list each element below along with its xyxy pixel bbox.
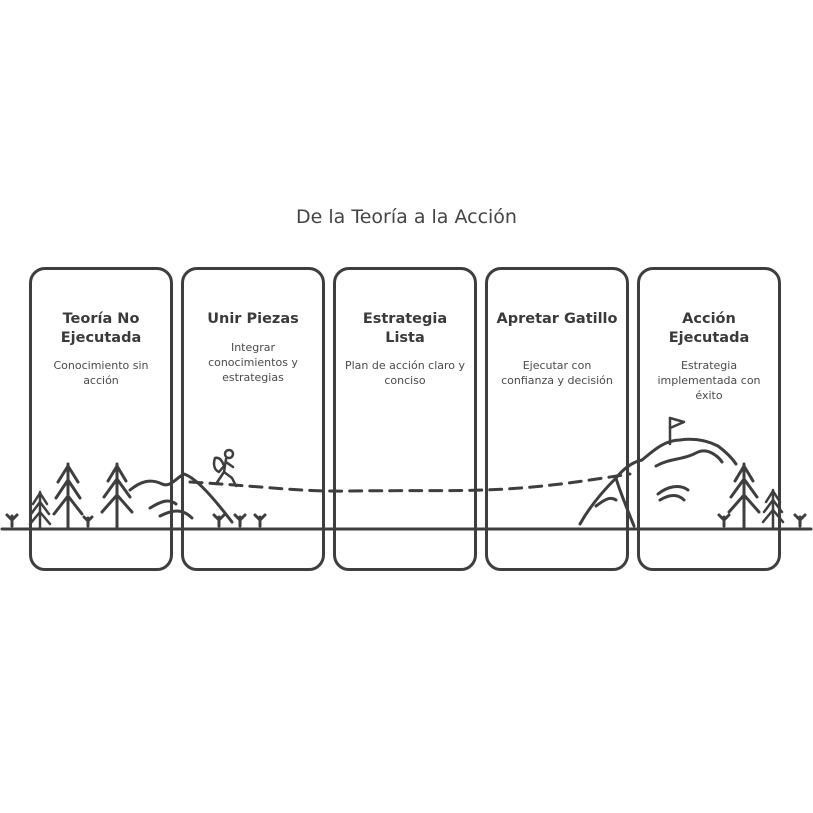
flag-icon (668, 416, 686, 446)
grass-icon (82, 515, 94, 528)
pine-tree-icon (100, 462, 134, 530)
stage-card-5: Acción Ejecutada Estrategia implementada… (637, 267, 781, 571)
stage-description: Estrategia implementada con éxito (657, 359, 761, 402)
pine-tree-icon (28, 490, 52, 530)
stage-card-2: Unir Piezas Integrar conocimientos y est… (181, 267, 325, 571)
stage-title: Unir Piezas (207, 311, 299, 327)
diagram-title: De la Teoría a la Acción (296, 206, 517, 228)
stage-description: Ejecutar con confianza y decisión (501, 359, 613, 387)
stage-title: Acción Ejecutada (668, 311, 750, 346)
stage-description: Conocimiento sin acción (53, 359, 149, 387)
pine-tree-icon (727, 462, 761, 530)
stage-title: Teoría No Ejecutada (60, 311, 142, 346)
stage-description: Plan de acción claro y conciso (344, 359, 466, 387)
journey-path (188, 472, 632, 493)
stage-card-3: Estrategia Lista Plan de acción claro y … (333, 267, 477, 571)
grass-icon (233, 513, 247, 528)
pine-tree-icon (52, 462, 84, 530)
grass-icon (717, 513, 731, 528)
mountain-icon (128, 472, 234, 524)
grass-icon (5, 513, 19, 528)
stage-description: Integrar conocimientos y estrategias (208, 341, 298, 384)
stage-card-4: Apretar Gatillo Ejecutar con confianza y… (485, 267, 629, 571)
mountain-icon (578, 437, 738, 528)
grass-icon (212, 513, 226, 528)
grass-icon (793, 513, 807, 528)
pine-tree-icon (761, 488, 785, 530)
grass-icon (253, 513, 267, 528)
stage-title: Estrategia Lista (362, 311, 448, 346)
stage-title: Apretar Gatillo (496, 311, 618, 327)
stage-card-1: Teoría No Ejecutada Conocimiento sin acc… (29, 267, 173, 571)
hiker-icon (212, 448, 238, 488)
